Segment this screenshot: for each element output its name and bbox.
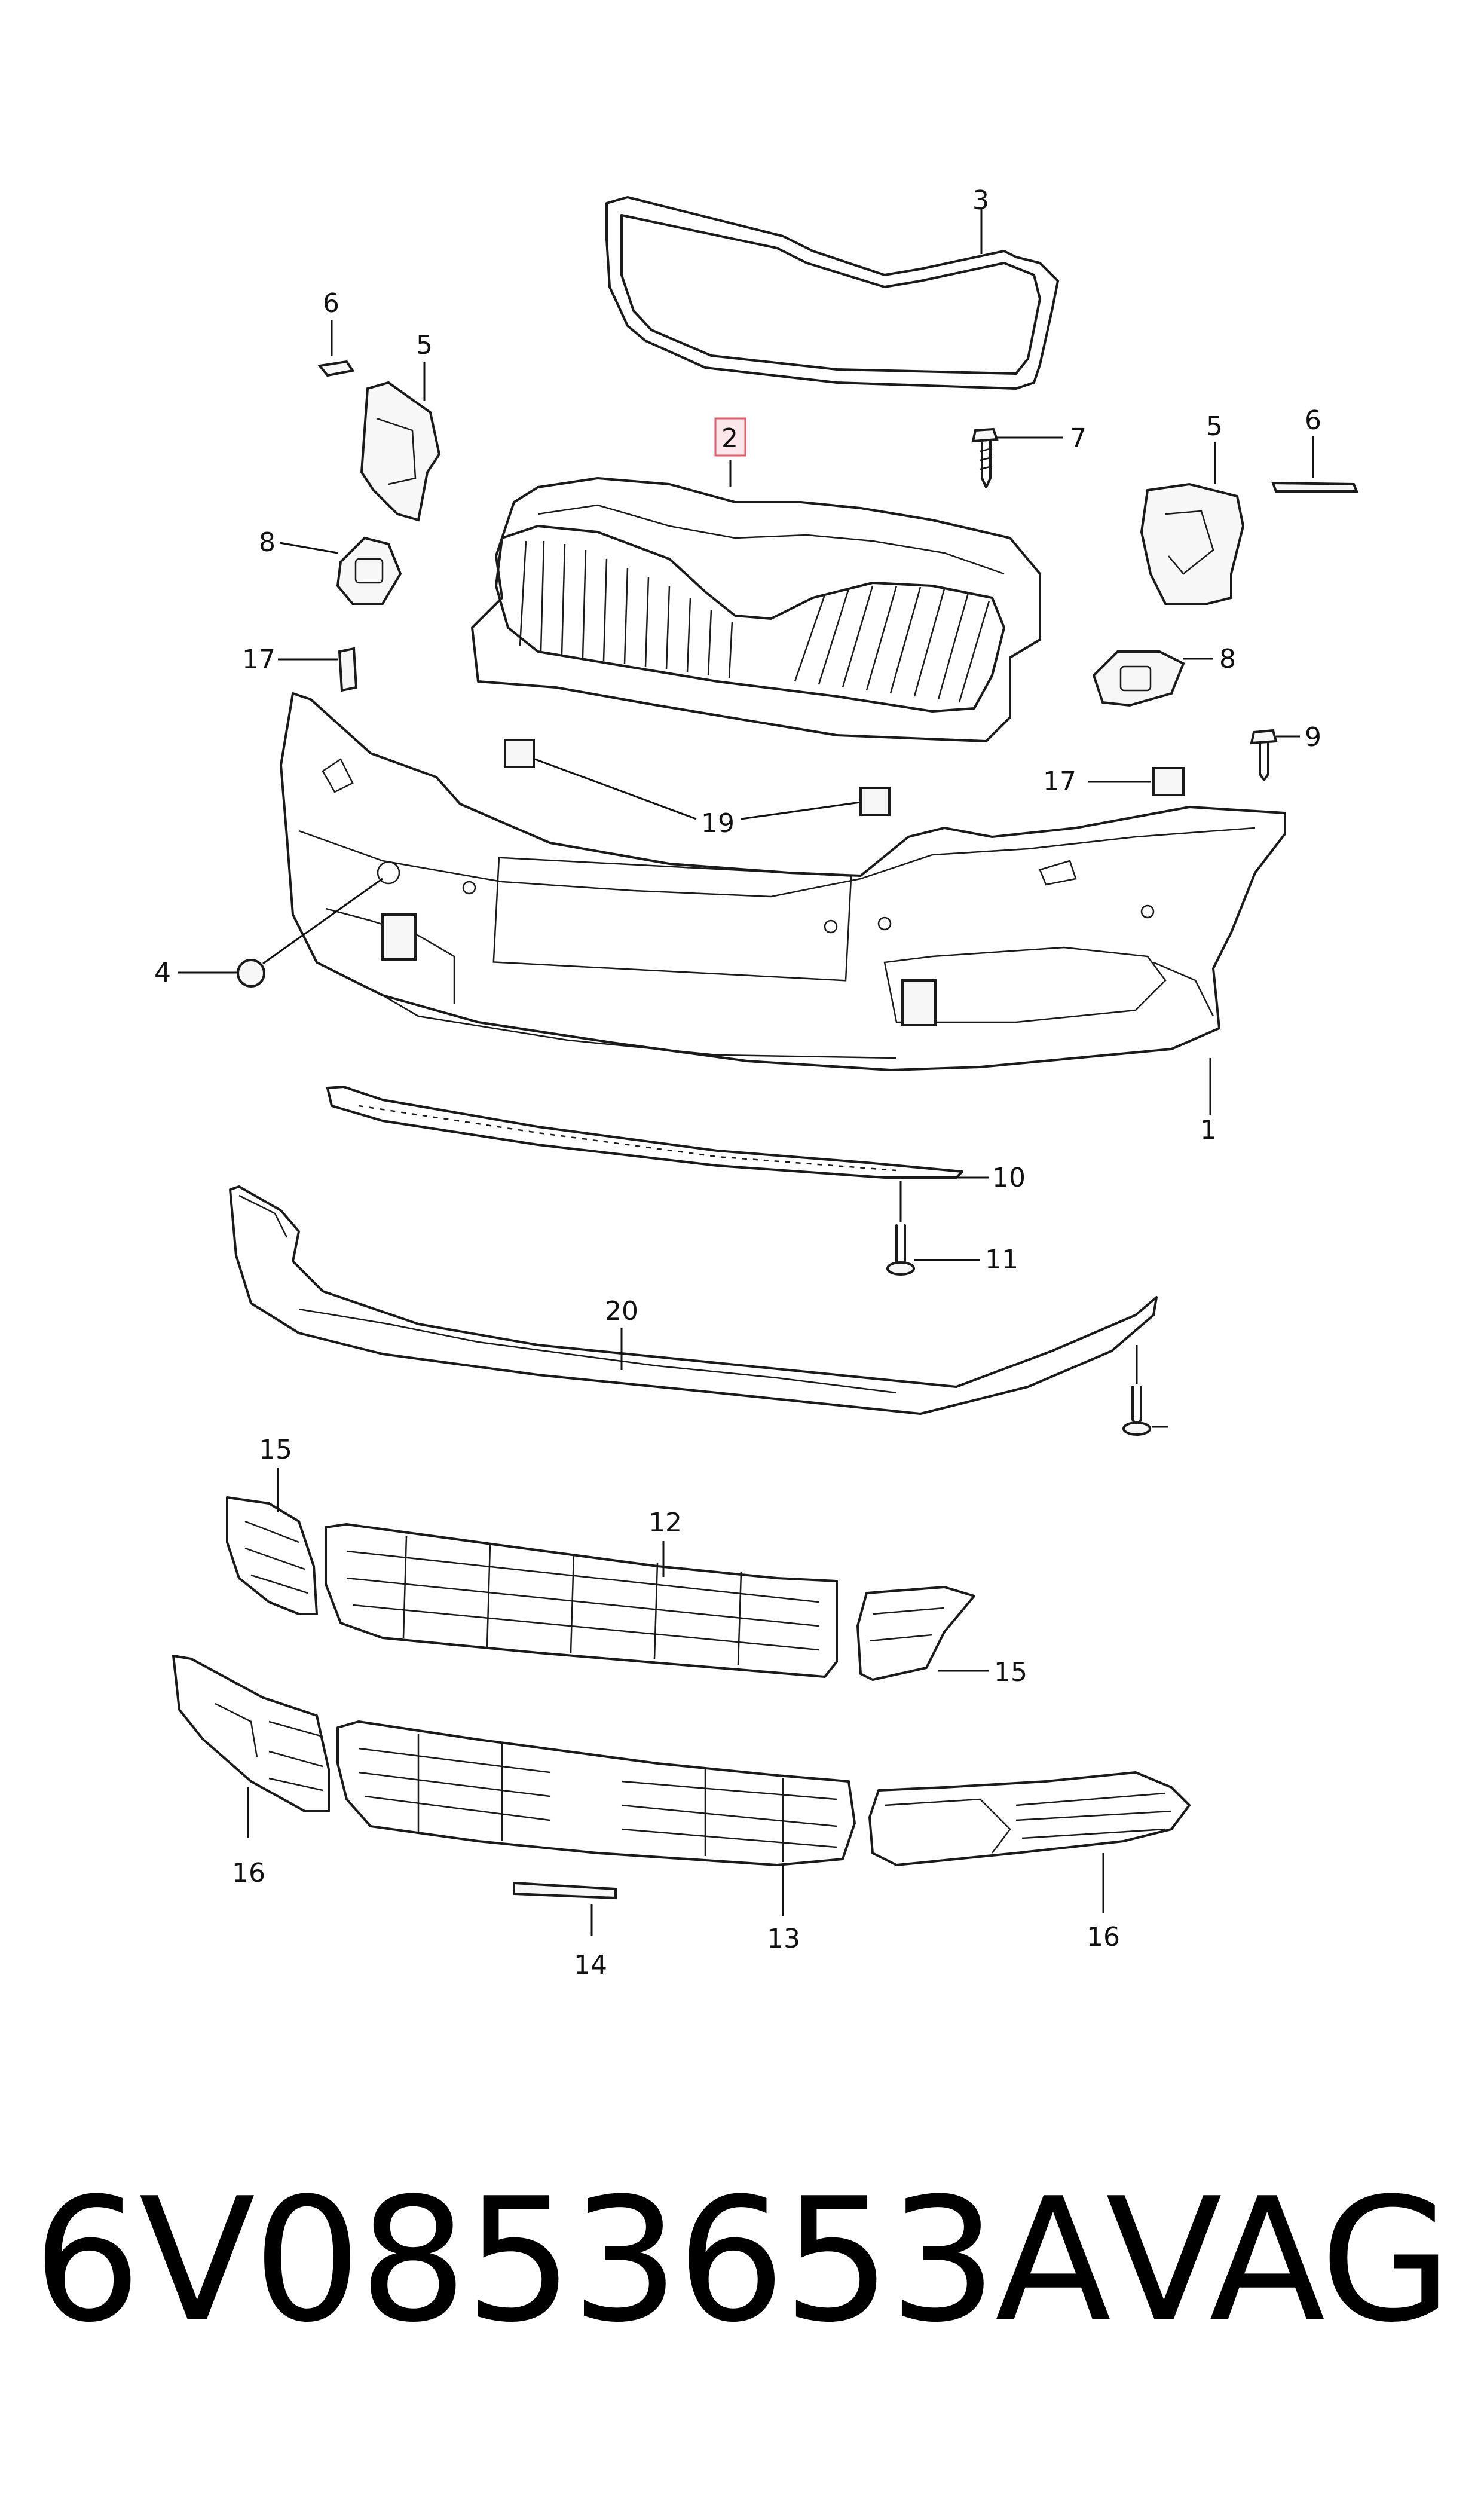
lip-spoiler-part bbox=[229, 1185, 1158, 1415]
callout-label-14: 14 bbox=[574, 1950, 607, 1980]
bracket-left-part bbox=[360, 381, 441, 522]
spoiler-strip-part bbox=[326, 1086, 963, 1179]
callout-label-8a: 8 bbox=[259, 527, 276, 558]
callout-label-1: 1 bbox=[1200, 1115, 1217, 1145]
screw20-part bbox=[1122, 1386, 1151, 1436]
callout-label-3: 3 bbox=[972, 185, 989, 216]
brand-label: VAG bbox=[1106, 2162, 1452, 2360]
trim15-right-part bbox=[856, 1586, 975, 1681]
callout-label-16b: 16 bbox=[1087, 1922, 1120, 1952]
callout-label-10: 10 bbox=[992, 1163, 1026, 1193]
callout-label-17a: 17 bbox=[242, 644, 276, 675]
fog-cover-left-part bbox=[336, 536, 402, 605]
callout-label-16a: 16 bbox=[232, 1858, 265, 1888]
clip-left-part bbox=[317, 360, 355, 377]
callout-label-12: 12 bbox=[648, 1508, 682, 1538]
moulding-strip-part bbox=[513, 1881, 617, 1900]
callout-label-7: 7 bbox=[1070, 423, 1087, 454]
callout-label-15a: 15 bbox=[259, 1435, 292, 1465]
bracket-right-part bbox=[1140, 482, 1245, 605]
part-number-label: 6V0853653A bbox=[33, 2162, 1112, 2360]
radiator-grille-part bbox=[471, 477, 1041, 742]
callout-highlight-box-2 bbox=[714, 417, 746, 457]
screw7-part bbox=[971, 427, 999, 488]
callout-label-9: 9 bbox=[1305, 722, 1321, 753]
callout-label-17b: 17 bbox=[1043, 766, 1076, 797]
clip18-part bbox=[504, 739, 891, 816]
callout-label-13: 13 bbox=[767, 1924, 800, 1954]
callout-label-11: 11 bbox=[985, 1245, 1018, 1275]
trim16-right-part bbox=[868, 1771, 1191, 1866]
clip17-right-part bbox=[1152, 767, 1185, 796]
callout-label-6b: 6 bbox=[1305, 405, 1321, 436]
callout-label-6a: 6 bbox=[323, 288, 339, 319]
callout-label-15b: 15 bbox=[994, 1657, 1027, 1687]
tow-eye-cap-part bbox=[237, 959, 265, 988]
screw9-part bbox=[1250, 729, 1278, 781]
lower-grille-upper-part bbox=[325, 1523, 838, 1678]
clip17-left-part bbox=[338, 647, 358, 692]
grille-frame-part bbox=[605, 196, 1059, 390]
callout-label-2: 2 bbox=[721, 423, 738, 454]
bumper-cover-part bbox=[280, 692, 1286, 1071]
trim16-left-part bbox=[172, 1655, 330, 1812]
callout-label-19: 20 bbox=[605, 1296, 638, 1326]
clip-right-part bbox=[1271, 481, 1358, 493]
screw11-part bbox=[886, 1224, 915, 1276]
callout-label-18: 19 bbox=[701, 808, 735, 839]
callout-label-5b: 5 bbox=[1206, 411, 1223, 442]
callout-label-8b: 8 bbox=[1219, 644, 1236, 674]
callout-label-4: 4 bbox=[154, 958, 171, 988]
lower-grille-lower-part bbox=[336, 1720, 856, 1866]
trim15-left-part bbox=[226, 1496, 318, 1615]
fog-cover-right-part bbox=[1092, 650, 1185, 707]
callout-label-5a: 5 bbox=[416, 330, 433, 360]
